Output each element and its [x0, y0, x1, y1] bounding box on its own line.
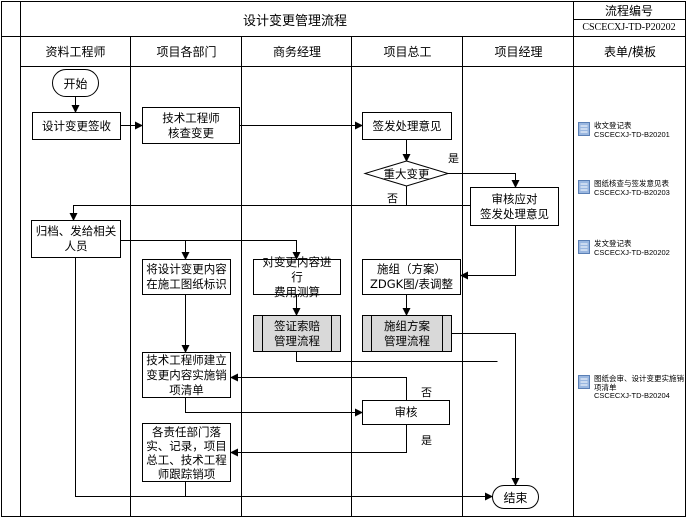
major-change-label: 重大变更 [383, 167, 430, 181]
major-change-diamond [363, 160, 450, 187]
page-title: 设计变更管理流程 [242, 13, 347, 29]
lane-header-data-engineer: 资料工程师 [45, 44, 106, 59]
audit-box: 审核 [362, 400, 450, 425]
cost-calculation-box: 对变更内容进行 费用测算 [253, 255, 341, 299]
template-code: CSCECXJ-TD-B20203 [594, 187, 670, 197]
lane-header-templates: 表单/模板 [603, 44, 657, 59]
template-name: 发文登记表 [594, 239, 632, 248]
no-label-audit: 否 [421, 386, 432, 399]
issue-opinion-box: 签发处理意见 [362, 112, 452, 140]
end-node: 结束 [492, 485, 539, 509]
archive-distribute-box: 归档、发给相关 人员 [31, 220, 121, 258]
template-name: 收文登记表 [594, 121, 632, 130]
document-icon [578, 240, 590, 254]
connectors [69, 97, 520, 501]
document-icon [578, 375, 590, 389]
lane-header-business-manager: 商务经理 [272, 44, 321, 59]
claim-management-subprocess[interactable]: 签证索赔 管理流程 [253, 315, 341, 352]
build-checklist-box: 技术工程师建立 变更内容实施销 项清单 [142, 352, 231, 398]
template-code: CSCECXJ-TD-B20204 [594, 391, 670, 400]
template-code: CSCECXJ-TD-B20202 [594, 247, 670, 257]
process-code-label: 流程编号 [604, 4, 653, 18]
document-icon [578, 180, 590, 194]
claim-management-label: 签证索赔 管理流程 [262, 316, 332, 351]
no-label-major: 否 [387, 192, 398, 205]
template-name: 图纸会审、设计变更实施销项清单 [594, 374, 684, 392]
lane-header-chief-engineer: 项目总工 [383, 44, 432, 59]
pm-review-box: 审核应对 签发处理意见 [470, 187, 559, 226]
yes-label-major: 是 [448, 152, 459, 165]
tech-engineer-review-box: 技术工程师 核查变更 [142, 107, 240, 144]
document-icon [578, 122, 590, 136]
template-name: 图纸核查与签发意见表 [594, 179, 669, 188]
design-change-sign-box: 设计变更签收 [32, 112, 121, 140]
start-node: 开始 [52, 69, 99, 97]
process-code-value: CSCECXJ-TD-P20202 [582, 22, 676, 33]
plan-management-label: 施组方案 管理流程 [371, 316, 443, 351]
lane-header-project-manager: 项目经理 [494, 44, 543, 59]
implement-track-box: 各责任部门落 实、记录，项目 总工、技术工程 师跟踪销项 [142, 423, 231, 482]
construction-plan-adjust-box: 施组（方案） ZDGK图/表调整 [362, 259, 461, 295]
mark-drawings-box: 将设计变更内容 在施工图纸标识 [142, 259, 231, 295]
template-code: CSCECXJ-TD-B20201 [594, 129, 670, 139]
plan-management-subprocess[interactable]: 施组方案 管理流程 [362, 315, 452, 352]
yes-label-audit: 是 [421, 434, 432, 447]
lane-header-departments: 项目各部门 [156, 44, 217, 59]
